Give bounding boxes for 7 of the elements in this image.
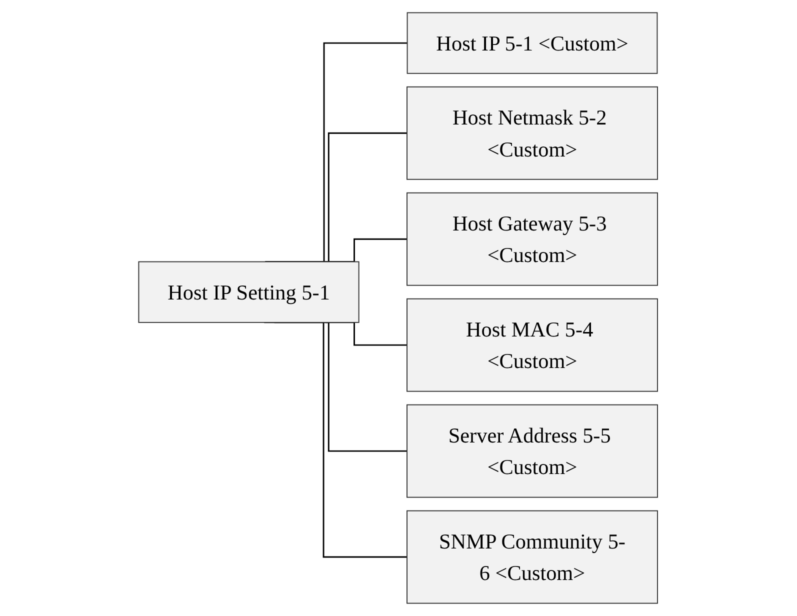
node-box: Host IP 5-1 <Custom> [407, 12, 658, 74]
node-box: SNMP Community 5-6 <Custom> [406, 510, 658, 604]
node-box: Host MAC 5-4 <Custom> [406, 298, 658, 392]
node-box: Host IP Setting 5-1 [138, 261, 360, 323]
node-box: Host Gateway 5-3 <Custom> [406, 192, 658, 286]
node-box: Server Address 5-5 <Custom> [406, 404, 658, 498]
node-box: Host Netmask 5-2 <Custom> [406, 86, 658, 180]
